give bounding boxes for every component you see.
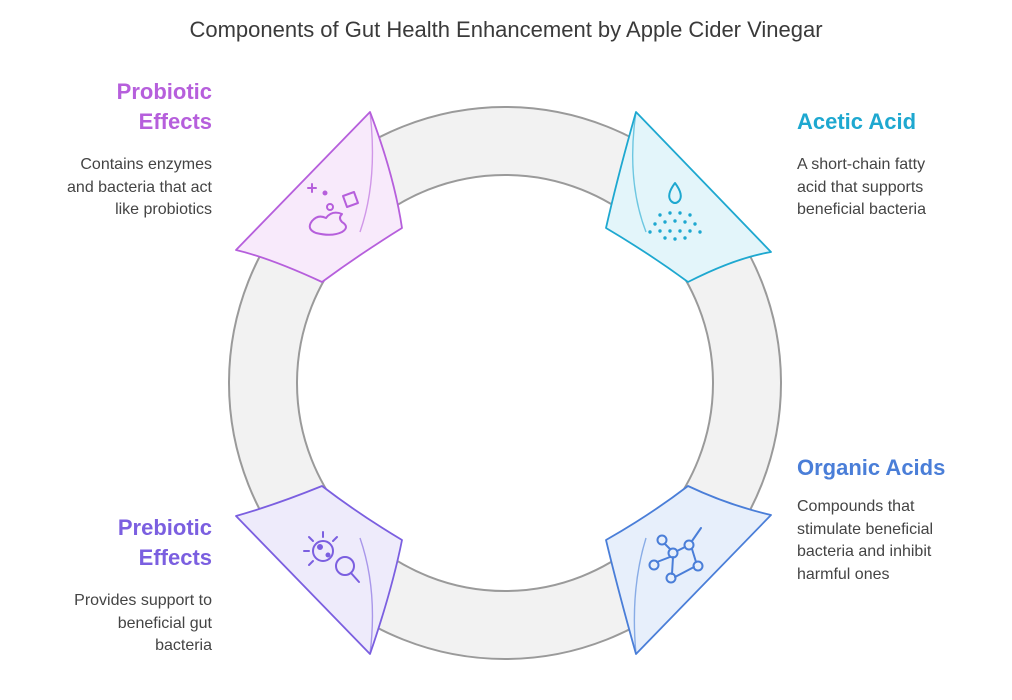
prebiotic-effects-title: Prebiotic Effects xyxy=(118,513,212,573)
segment-prebiotic-effects xyxy=(235,485,403,655)
probiotic-bubbles-icon xyxy=(307,183,359,236)
description-line: A short-chain fatty xyxy=(797,156,926,173)
droplet-spray-icon xyxy=(648,182,702,241)
segment-acetic-acid xyxy=(605,111,772,283)
title-line: Effects xyxy=(138,545,212,570)
description-line: bacteria and inhibit xyxy=(797,543,932,560)
description-line: Provides support to xyxy=(74,592,212,609)
bacteria-magnifier-icon xyxy=(303,531,360,583)
title-line: Organic Acids xyxy=(797,455,946,480)
segment-organic-acids xyxy=(605,485,772,655)
ring-band-fill xyxy=(230,108,780,658)
title-line: Prebiotic xyxy=(117,515,212,540)
title-line: Probiotic xyxy=(116,79,212,104)
organic-acids-title: Organic Acids xyxy=(797,453,945,483)
description-line: beneficial bacteria xyxy=(797,201,926,218)
description-line: acid that supports xyxy=(797,178,924,196)
molecule-icon xyxy=(648,527,704,584)
description-line: and bacteria that act xyxy=(67,178,212,196)
description-line: Compounds that xyxy=(797,498,915,515)
prebiotic-effects-description: Provides support to beneficial gut bacte… xyxy=(74,590,212,658)
description-line: beneficial gut xyxy=(117,614,212,632)
description-line: stimulate beneficial xyxy=(797,520,934,538)
title-line: Effects xyxy=(138,109,212,134)
diagram-title: Components of Gut Health Enhancement by … xyxy=(189,17,823,42)
acetic-acid-description: A short-chain fatty acid that supports b… xyxy=(797,154,926,222)
title-line: Acetic Acid xyxy=(797,109,917,134)
probiotic-effects-title: Probiotic Effects xyxy=(117,77,212,137)
segment-probiotic-effects xyxy=(235,111,403,283)
probiotic-effects-description: Contains enzymes and bacteria that act l… xyxy=(67,154,212,222)
organic-acids-description: Compounds that stimulate beneficial bact… xyxy=(797,496,933,586)
description-line: Contains enzymes xyxy=(80,156,212,173)
description-line: harmful ones xyxy=(797,565,890,583)
description-line: bacteria xyxy=(155,637,212,654)
description-line: like probiotics xyxy=(115,201,212,218)
acetic-acid-title: Acetic Acid xyxy=(797,107,916,137)
